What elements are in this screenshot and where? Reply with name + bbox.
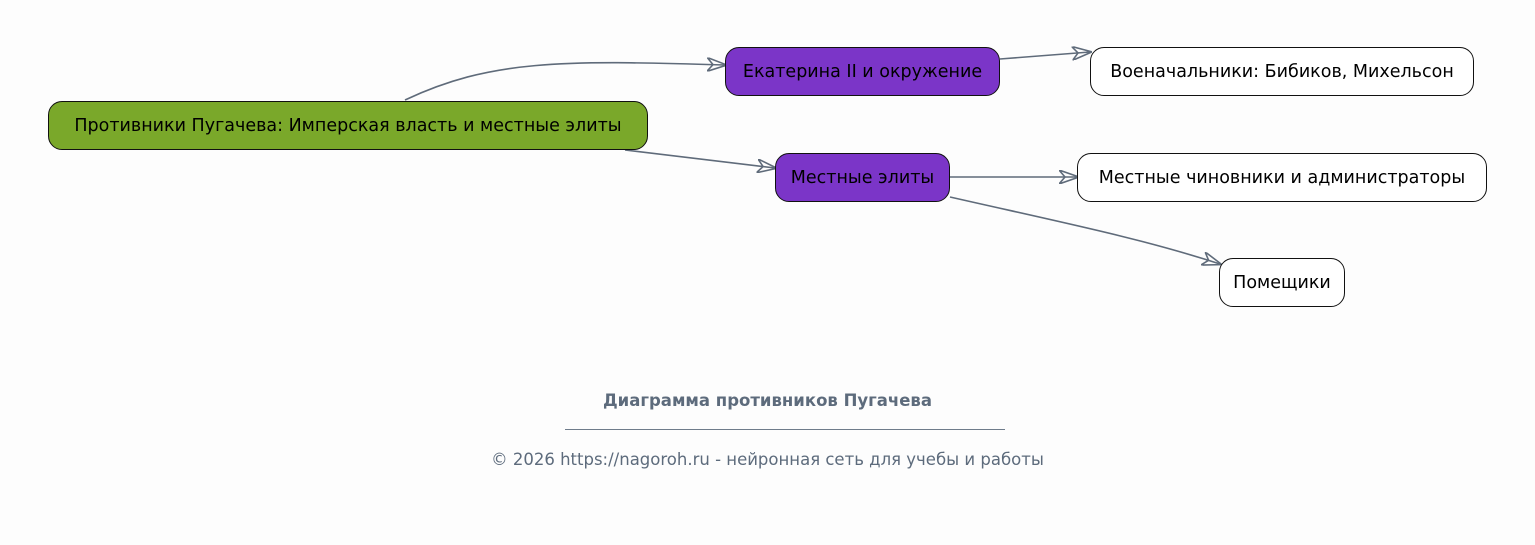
node-generals-label: Военачальники: Бибиков, Михельсон: [1110, 61, 1454, 82]
node-catherine[interactable]: Екатерина II и окружение: [725, 47, 1000, 96]
node-local-elites-label: Местные элиты: [790, 167, 935, 188]
edge-root-to-catherine: [404, 63, 725, 101]
edge-catherine-to-generals: [999, 52, 1090, 59]
edge-root-to-local: [624, 149, 775, 168]
node-root[interactable]: Противники Пугачева: Имперская власть и …: [48, 101, 648, 150]
diagram-title: Диаграмма противников Пугачева: [602, 391, 933, 410]
node-catherine-label: Екатерина II и окружение: [742, 61, 983, 82]
node-officials[interactable]: Местные чиновники и администраторы: [1077, 153, 1487, 202]
node-officials-label: Местные чиновники и администраторы: [1098, 167, 1466, 188]
node-root-label: Противники Пугачева: Имперская власть и …: [74, 115, 622, 136]
copyright-text: © 2026 https://nagoroh.ru - нейронная се…: [491, 450, 1044, 469]
edge-local-to-landowners: [949, 196, 1220, 264]
footer-divider: [565, 429, 1005, 430]
node-landowners[interactable]: Помещики: [1219, 258, 1345, 307]
node-generals[interactable]: Военачальники: Бибиков, Михельсон: [1090, 47, 1474, 96]
node-local-elites[interactable]: Местные элиты: [775, 153, 950, 202]
node-landowners-label: Помещики: [1233, 272, 1331, 293]
